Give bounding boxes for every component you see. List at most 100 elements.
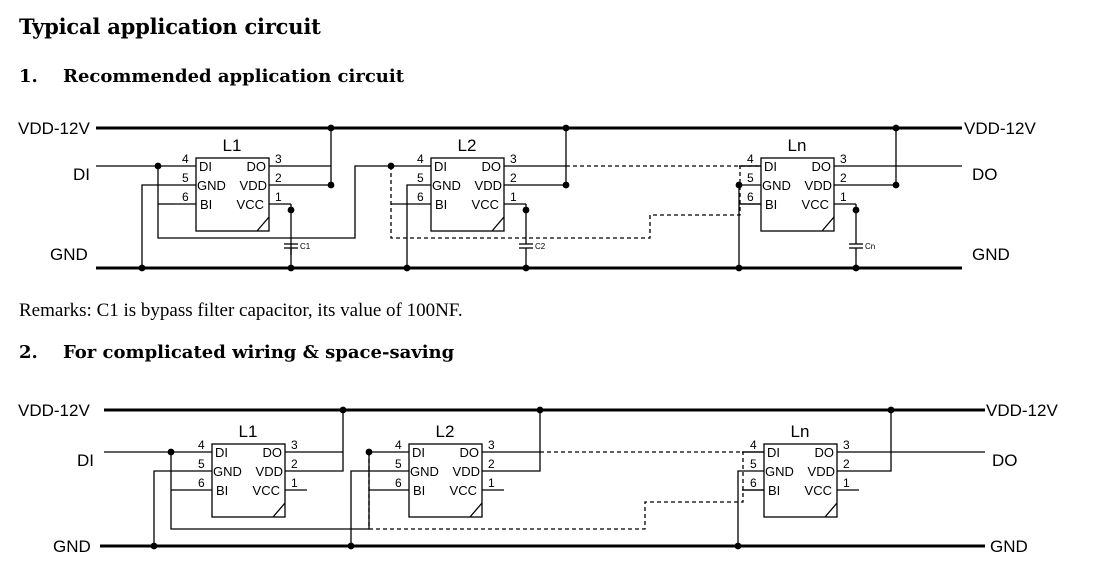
- remark-text: Remarks: C1 is bypass filter capacitor, …: [19, 300, 463, 321]
- pin-number-3: 3: [275, 152, 282, 166]
- pin-number-1: 1: [510, 190, 517, 204]
- chip-ln-body: [760, 157, 835, 232]
- pin-gnd-label: GND: [762, 178, 791, 193]
- pin-number-2: 2: [840, 171, 847, 185]
- junction-dot: [287, 206, 295, 214]
- junction-dot: [562, 124, 570, 132]
- chip-l2-body: [430, 157, 505, 232]
- pin-vdd-label: VDD: [805, 178, 832, 193]
- pin-number-2: 2: [275, 171, 282, 185]
- gnd-wire: [737, 470, 742, 546]
- cap-label-c2: C2: [535, 242, 546, 251]
- pin-number-1: 1: [291, 476, 298, 490]
- chip-corner-mark: [491, 216, 505, 232]
- pin-number-5: 5: [198, 457, 205, 471]
- pin-do-label: DO: [247, 159, 267, 174]
- pin-number-2: 2: [510, 171, 517, 185]
- pin-bi-label: BI: [768, 483, 780, 498]
- vdd-wire: [504, 410, 541, 472]
- junction-dot: [852, 264, 860, 272]
- section-1-title: Recommended application circuit: [63, 66, 405, 87]
- pin-number-4: 4: [750, 438, 757, 452]
- pin-number-5: 5: [395, 457, 402, 471]
- do-label-2: DO: [992, 451, 1018, 470]
- vdd-wire: [859, 410, 892, 472]
- pin-number-3: 3: [840, 152, 847, 166]
- chip-corner-mark: [256, 216, 270, 232]
- pin-number-6: 6: [750, 476, 757, 490]
- pin-do-label: DO: [482, 159, 502, 174]
- pin-gnd-label: GND: [765, 464, 794, 479]
- pin-number-3: 3: [488, 438, 495, 452]
- chip-l1-body: [195, 157, 270, 232]
- gnd-wire: [406, 184, 409, 268]
- junction-dot: [138, 264, 146, 272]
- pin-di-label: DI: [434, 159, 447, 174]
- pin-number-5: 5: [747, 171, 754, 185]
- vdd-wire: [291, 128, 332, 186]
- pin-number-3: 3: [510, 152, 517, 166]
- bi-loop-wire: [157, 165, 409, 239]
- section-1-heading: 1.Recommended application circuit: [19, 66, 404, 87]
- gnd-wire: [153, 470, 190, 546]
- gnd-label-right-1: GND: [972, 245, 1010, 264]
- junction-dot: [339, 406, 347, 414]
- pin-number-2: 2: [488, 457, 495, 471]
- pin-number-5: 5: [750, 457, 757, 471]
- pin-number-6: 6: [747, 190, 754, 204]
- pin-number-6: 6: [417, 190, 424, 204]
- chip-corner-mark: [469, 502, 483, 518]
- vdd-wire: [856, 128, 897, 186]
- chip-ln-label: Ln: [791, 422, 810, 441]
- pin-di-label: DI: [199, 159, 212, 174]
- chip-l1-body: [211, 443, 286, 518]
- pin-di-label: DI: [764, 159, 777, 174]
- pin-number-4: 4: [747, 152, 754, 166]
- pin-bi-label: BI: [200, 197, 212, 212]
- junction-dot: [734, 542, 742, 550]
- do-label-1: DO: [972, 165, 998, 184]
- junction-dot: [536, 406, 544, 414]
- section-2-number: 2.: [19, 342, 38, 363]
- chip-ln-body: [763, 443, 838, 518]
- junction-dot: [150, 542, 158, 550]
- pin-number-4: 4: [182, 152, 189, 166]
- gnd-label-left-1: GND: [50, 245, 88, 264]
- page-title: Typical application circuit: [19, 14, 321, 39]
- gnd-wire: [350, 470, 387, 546]
- chip-ln-label: Ln: [788, 136, 807, 155]
- pin-number-4: 4: [198, 438, 205, 452]
- junction-dot: [327, 181, 335, 189]
- pin-bi-label: BI: [435, 197, 447, 212]
- junction-dot: [522, 206, 530, 214]
- pin-do-label: DO: [812, 159, 832, 174]
- pin-bi-label: BI: [413, 483, 425, 498]
- pin-number-6: 6: [198, 476, 205, 490]
- pin-number-6: 6: [395, 476, 402, 490]
- pin-vdd-label: VDD: [475, 178, 502, 193]
- pin-gnd-label: GND: [410, 464, 439, 479]
- pin-vcc-label: VCC: [237, 197, 264, 212]
- junction-dot: [892, 124, 900, 132]
- pin-number-2: 2: [291, 457, 298, 471]
- pin-vdd-label: VDD: [808, 464, 835, 479]
- vdd-wire: [307, 410, 344, 472]
- pin-bi-label: BI: [765, 197, 777, 212]
- pin-vdd-label: VDD: [240, 178, 267, 193]
- pin-number-3: 3: [843, 438, 850, 452]
- cap-label-cn: Cn: [865, 242, 875, 251]
- junction-dot: [735, 264, 743, 272]
- vdd-label-right-1: VDD-12V: [964, 119, 1036, 138]
- junction-dot: [852, 206, 860, 214]
- pin-bi-label: BI: [216, 483, 228, 498]
- chip-l1-label: L1: [223, 136, 242, 155]
- bi-loop-wire-2: [368, 452, 744, 530]
- junction-dot: [522, 264, 530, 272]
- junction-dot: [562, 181, 570, 189]
- pin-number-1: 1: [488, 476, 495, 490]
- pin-vcc-label: VCC: [802, 197, 829, 212]
- chip-l2-body: [408, 443, 483, 518]
- di-label-2: DI: [77, 451, 94, 470]
- chip-l2-label: L2: [458, 136, 477, 155]
